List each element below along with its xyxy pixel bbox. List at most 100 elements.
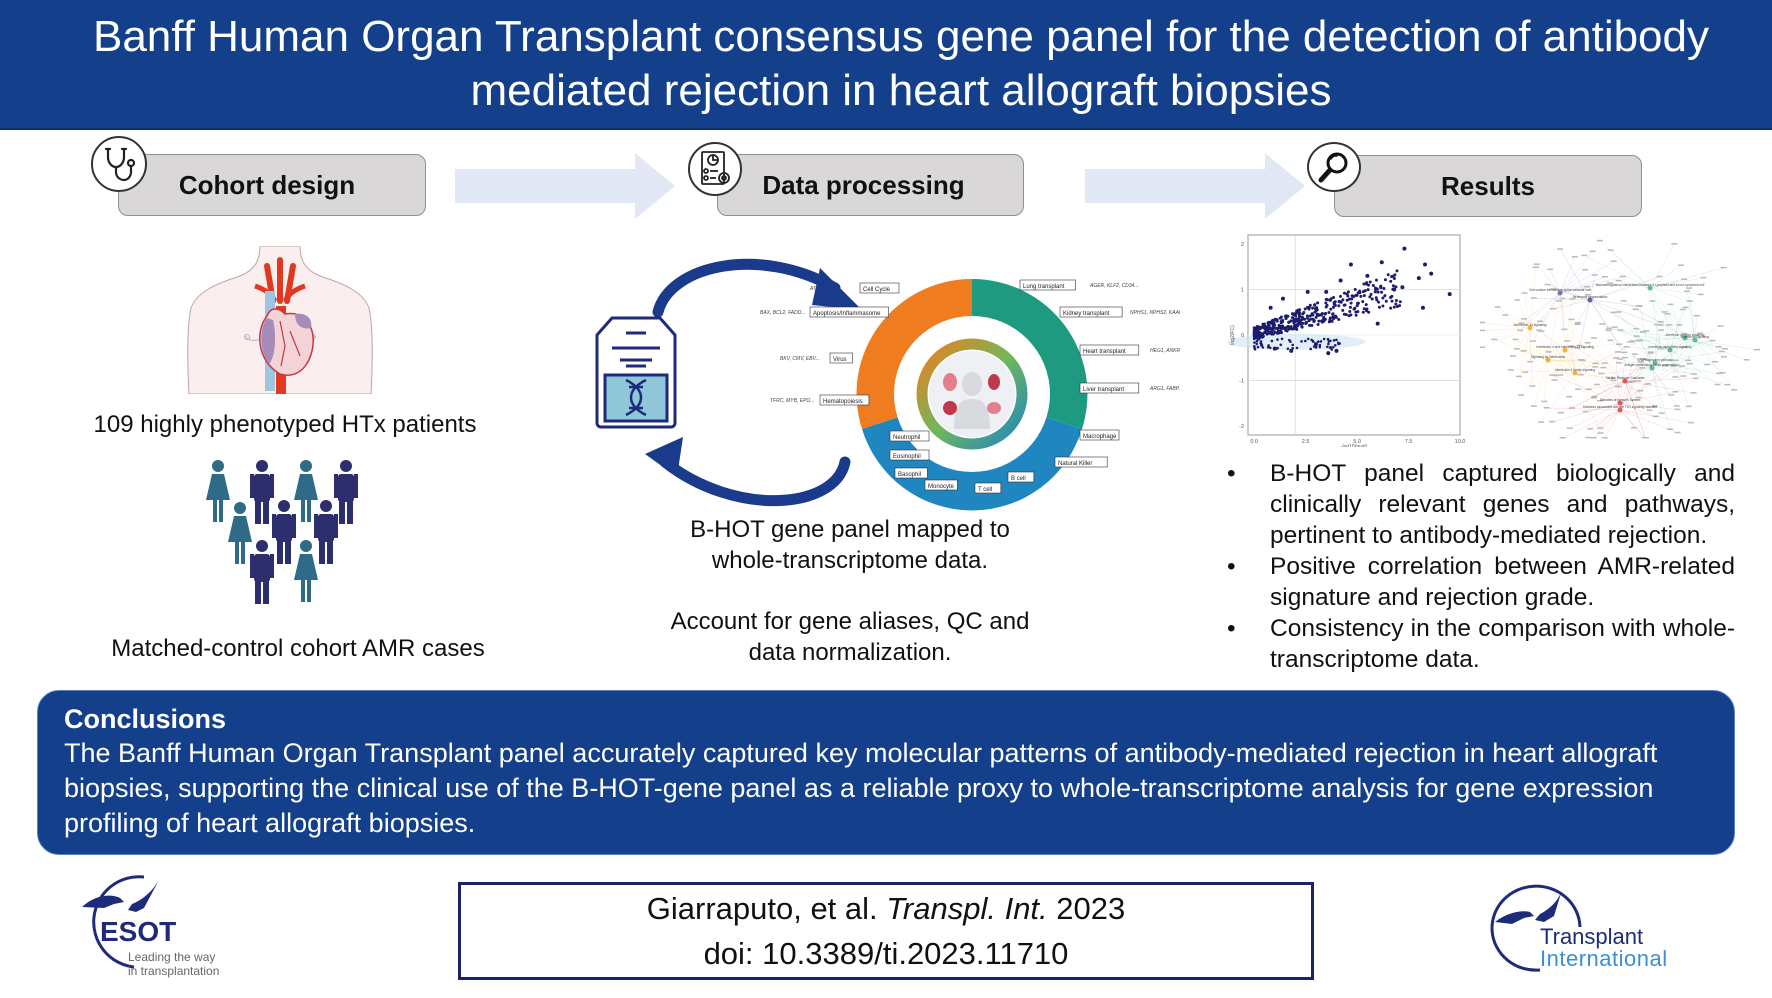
gene-node-label: [1592, 362, 1599, 365]
gene-node-label: [1654, 323, 1661, 326]
data-point: [1325, 298, 1329, 302]
page-title: Banff Human Organ Transplant consensus g…: [60, 10, 1742, 118]
gene-node-label: [1575, 388, 1582, 391]
network-edge: [1632, 337, 1686, 342]
network-edge: [1624, 352, 1651, 382]
data-point: [1331, 312, 1335, 316]
man-icon: [250, 460, 274, 524]
x-tick-label: 0.0: [1250, 439, 1258, 445]
data-point: [1283, 326, 1287, 330]
pathway-label: Hematopoiesis: [819, 394, 870, 406]
gene-node-label: [1643, 330, 1650, 332]
gene-node-label: [1574, 321, 1581, 324]
data-point: [1341, 298, 1345, 302]
network-edge: [1614, 327, 1671, 351]
data-point: [1316, 323, 1320, 327]
data-point: [1337, 318, 1341, 322]
data-point: [1297, 317, 1301, 321]
svg-text:Macrophage: Macrophage: [1083, 434, 1117, 440]
gene-node-label: [1696, 332, 1703, 335]
gene-node-label: [1612, 357, 1619, 359]
pathway-hub-label: Antigen processing-Cross presentation: [1625, 363, 1680, 367]
data-point: [1324, 311, 1328, 315]
data-point: [1346, 290, 1350, 294]
gene-node-label: [1681, 332, 1688, 335]
gene-node-label: [1693, 314, 1700, 317]
flow-arrow-2: [1085, 153, 1305, 219]
woman-icon: [294, 460, 318, 522]
network-edge: [1675, 339, 1696, 361]
network-edge: [1651, 333, 1701, 369]
gene-node-label: [1687, 421, 1694, 424]
data-point: [1255, 339, 1259, 343]
gene-node-label: [1671, 243, 1678, 245]
gene-node-label: [1672, 359, 1679, 362]
network-edge: [1654, 324, 1658, 364]
gene-node-label: [1636, 305, 1643, 307]
gene-node-label: [1635, 396, 1642, 399]
network-edge: [1649, 277, 1704, 289]
gene-node-label: [1606, 327, 1613, 330]
bullet-marker: •: [1227, 460, 1236, 487]
gene-node-label: [1551, 374, 1558, 377]
network-edge: [1610, 250, 1651, 289]
ti-name-line-1: Transplant: [1540, 924, 1644, 949]
pathway-hub-label: Interleukin-10 signaling: [1514, 323, 1547, 327]
gene-node-label: [1724, 383, 1731, 386]
gene-node-label: [1649, 300, 1656, 302]
pathway-hub-node: [1562, 347, 1568, 353]
gene-node-label: [1719, 371, 1726, 374]
data-point: [1402, 246, 1407, 251]
network-edge: [1669, 349, 1676, 378]
gene-list-label: ARG1, FABP1...: [1149, 386, 1180, 392]
data-point: [1258, 332, 1262, 336]
pathway-hub-label: Interleukin-4 and Interleukin-13 signali…: [1536, 345, 1594, 349]
data-point: [1280, 331, 1284, 335]
data-point: [1267, 321, 1271, 325]
data-point: [1292, 325, 1296, 329]
gene-node-label: [1718, 350, 1725, 353]
data-point: [1262, 322, 1266, 326]
svg-text:Heart transplant: Heart transplant: [1083, 349, 1126, 355]
gene-node-label: [1636, 339, 1643, 342]
network-edge: [1559, 249, 1591, 301]
gene-node-label: [1617, 329, 1624, 331]
network-edge: [1481, 327, 1531, 331]
citation-authors: Giarraputo, et al.: [646, 891, 878, 926]
data-point: [1295, 310, 1299, 314]
citation-doi[interactable]: doi: 10.3389/ti.2023.11710: [703, 936, 1069, 971]
network-edge: [1564, 349, 1596, 364]
data-point: [1389, 306, 1393, 310]
data-point: [1295, 346, 1299, 350]
gene-node-label: [1615, 311, 1622, 313]
data-point: [1302, 311, 1306, 315]
network-edge: [1688, 288, 1696, 341]
network-edge: [1599, 240, 1651, 289]
gene-node-label: [1640, 358, 1647, 360]
blue-ring-segment: [862, 416, 1082, 511]
gene-node-label: [1711, 360, 1718, 363]
network-edge: [1684, 337, 1719, 348]
data-point: [1269, 321, 1273, 325]
data-point: [1286, 325, 1290, 329]
gene-node-label: [1530, 340, 1537, 342]
esot-name: ESOT: [100, 916, 177, 947]
svg-text:Apoptosis/Inflammasome: Apoptosis/Inflammasome: [813, 311, 881, 317]
network-edge: [1544, 359, 1549, 402]
gene-node-label: [1684, 290, 1691, 292]
network-edge: [1547, 301, 1560, 361]
network-edge: [1619, 357, 1626, 404]
network-edge: [1683, 339, 1696, 377]
bullet-text: Consistency in the comparison with whole…: [1270, 615, 1735, 673]
data-point: [1379, 284, 1383, 288]
orange-ring-segment: [856, 278, 972, 429]
gene-node-label: [1631, 353, 1638, 355]
gene-node-label: [1668, 394, 1675, 396]
data-point: [1316, 301, 1320, 305]
data-point: [1338, 300, 1342, 304]
gene-node-label: [1515, 375, 1522, 378]
pathway-hub-label: Diseases of Immune System: [1600, 398, 1641, 402]
gene-node-label: [1491, 338, 1498, 341]
network-edge: [1619, 391, 1676, 404]
gene-node-label: [1538, 330, 1545, 332]
